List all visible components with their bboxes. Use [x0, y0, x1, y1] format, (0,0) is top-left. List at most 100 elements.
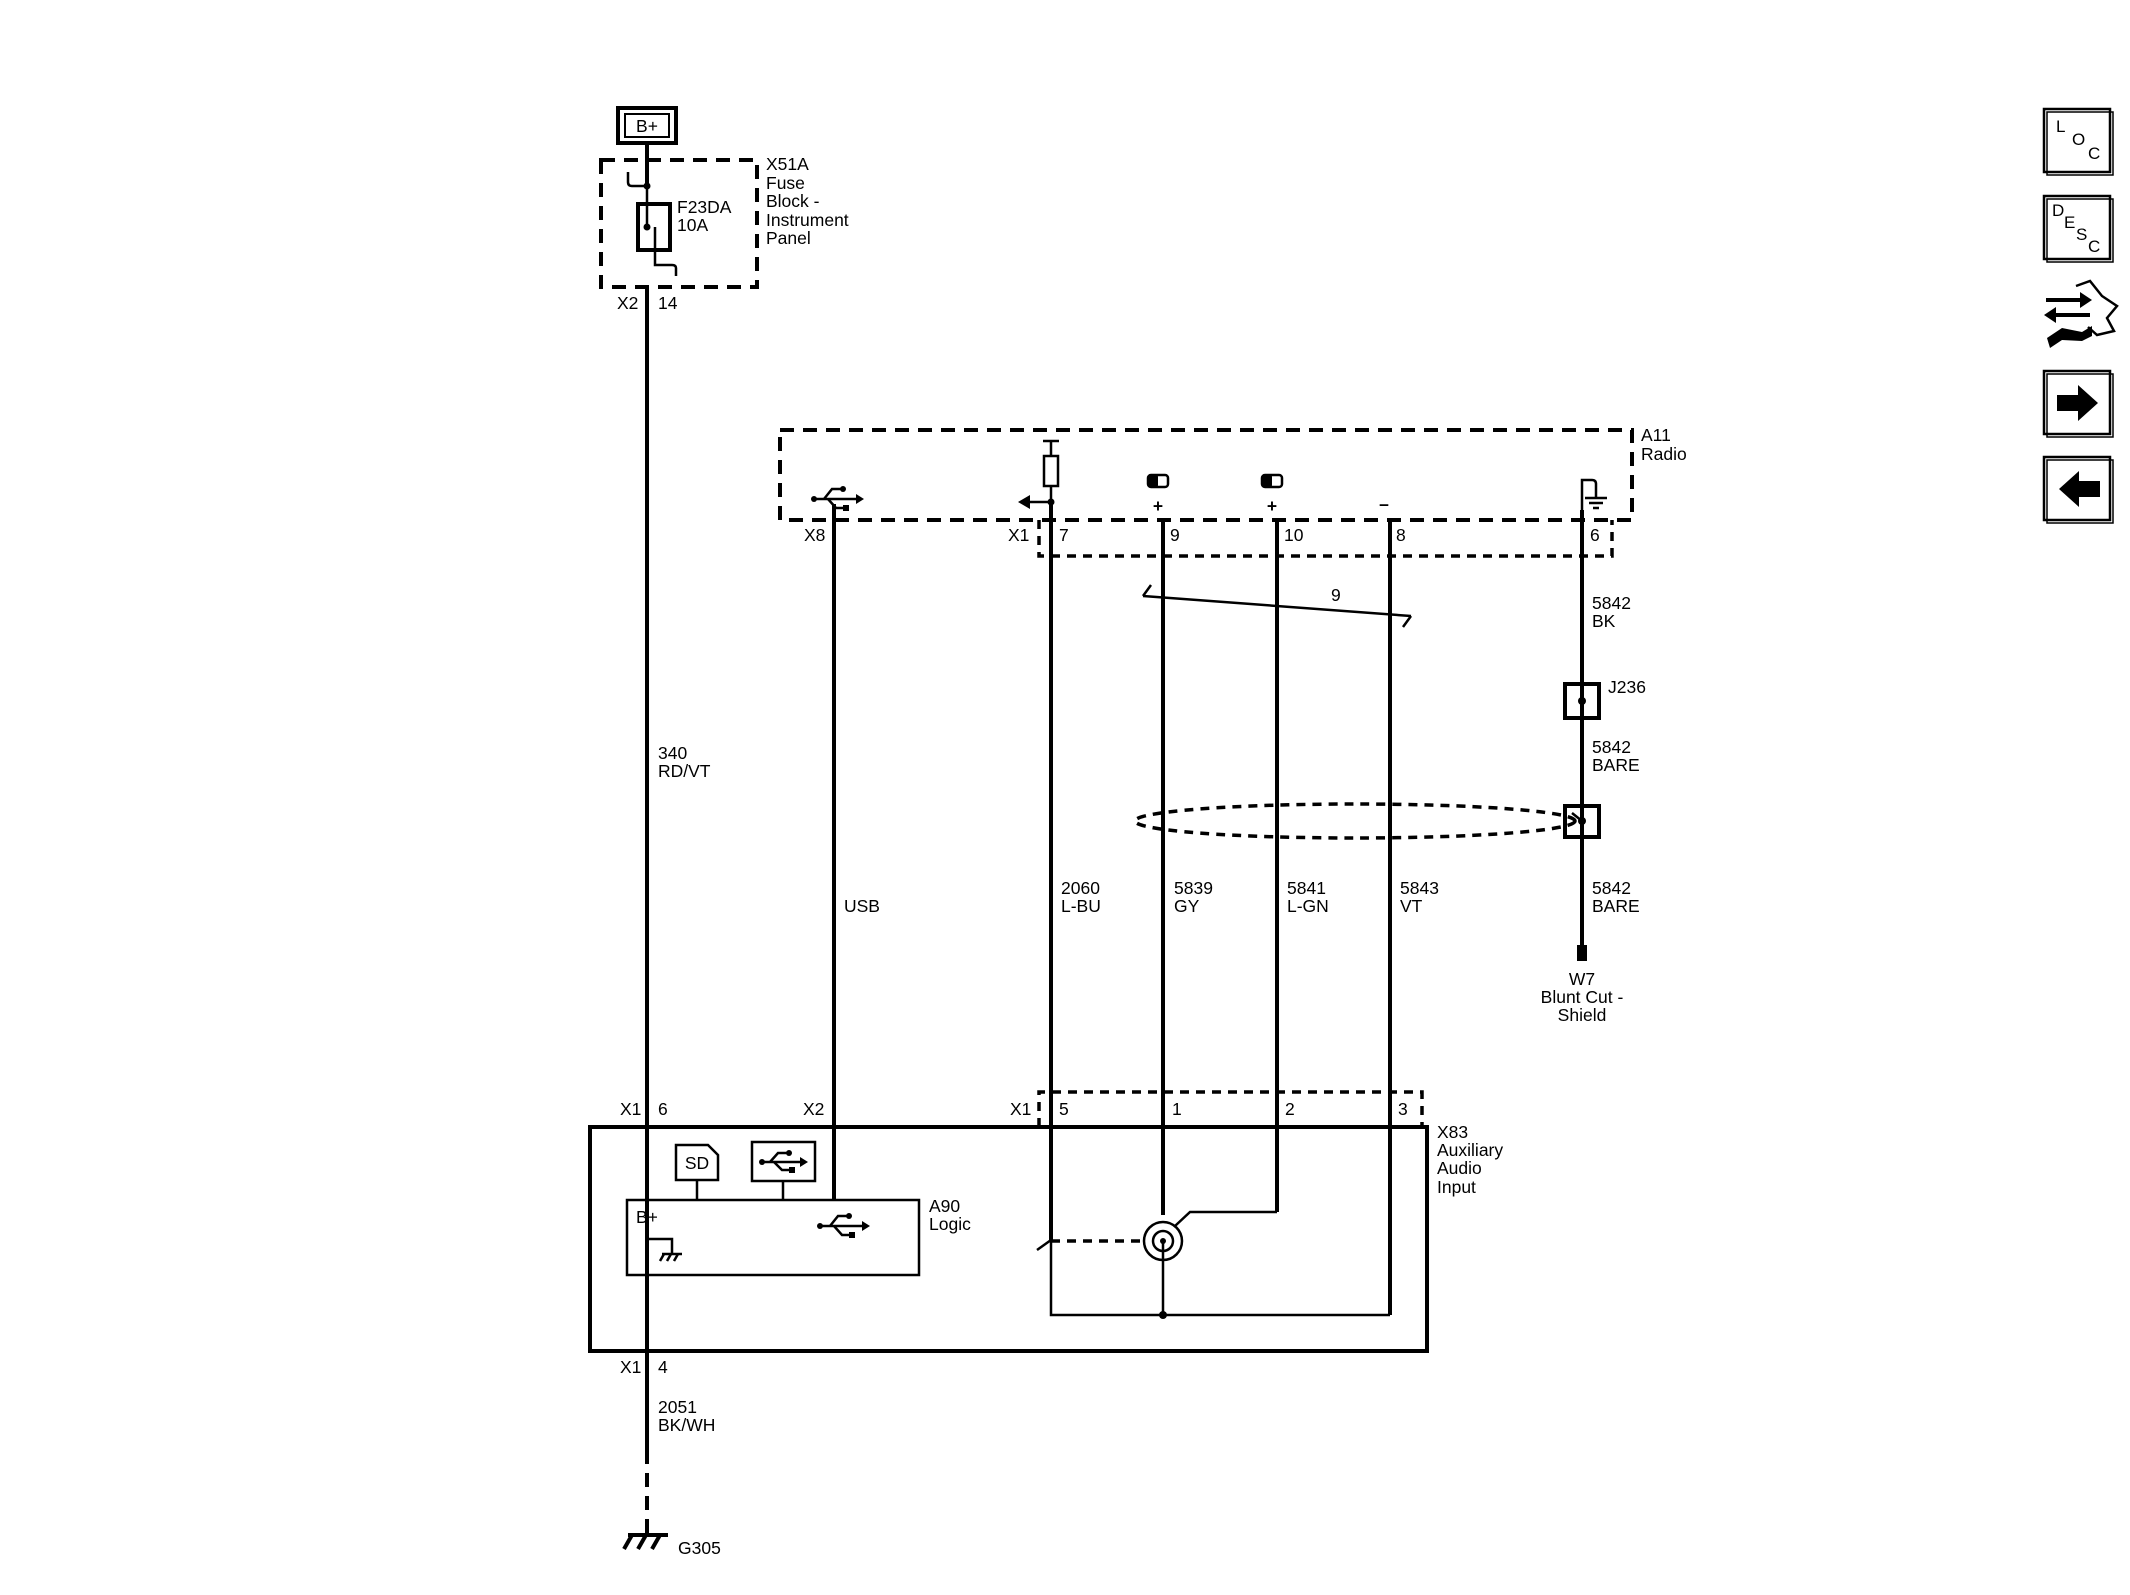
- connector-info-icon[interactable]: [2044, 279, 2119, 348]
- shield-bottom-color: BARE: [1592, 896, 1640, 916]
- radio-pin-10: 10: [1284, 525, 1304, 545]
- aux-audio-input-module: X83 Auxiliary Audio Input X1 6 X2 X1 5 1…: [588, 1090, 1503, 1377]
- fuse-block-name-3: Instrument: [766, 210, 849, 230]
- usb-port-icon: [750, 1140, 817, 1200]
- radio-conn-x1: X1: [1008, 525, 1029, 545]
- desc-letter-2: E: [2064, 213, 2075, 232]
- aux-pin-2: 2: [1285, 1099, 1295, 1119]
- aux-pin-5: 5: [1059, 1099, 1069, 1119]
- radio-pin-9: 9: [1170, 525, 1180, 545]
- twisted-pair-marker: 9: [1141, 584, 1413, 628]
- wire-340-color: RD/VT: [658, 761, 711, 781]
- shield-bottom-circuit: 5842: [1592, 878, 1631, 898]
- aux-bottom-conn: X1: [620, 1357, 641, 1377]
- aux-pin-3: 3: [1398, 1099, 1408, 1119]
- aux-name-3: Input: [1437, 1177, 1476, 1197]
- radio-usb-conn: X8: [804, 525, 825, 545]
- logic-ground-icon: [647, 1237, 682, 1262]
- fuse-conn-label: X2: [617, 293, 638, 313]
- audio-jack-circuit: [1036, 1210, 1390, 1319]
- desc-letter-4: C: [2088, 237, 2100, 256]
- aux-bottom-pin: 4: [658, 1357, 668, 1377]
- fuse-block-name-1: Fuse: [766, 173, 805, 193]
- wire-usb-label: USB: [844, 896, 880, 916]
- radio-plus-2: +: [1267, 496, 1277, 516]
- twist-label: 9: [1331, 585, 1341, 605]
- pullup-resistor-icon: [1018, 439, 1060, 509]
- logic-block: B+ A90 Logic: [625, 1196, 971, 1277]
- fuse-conn-pin: 14: [658, 293, 678, 313]
- shield-mid-color: BARE: [1592, 755, 1640, 775]
- shield-top-color: BK: [1592, 611, 1616, 631]
- aux-name-2: Audio: [1437, 1158, 1482, 1178]
- arrow-right-button[interactable]: [2042, 369, 2114, 438]
- ground-label: G305: [678, 1538, 721, 1558]
- arrow-left-button[interactable]: [2042, 455, 2114, 524]
- wire-2060-circuit: 2060: [1061, 878, 1100, 898]
- shield-ellipse: [1133, 802, 1577, 840]
- wire-2051-color: BK/WH: [658, 1415, 715, 1435]
- sd-label: SD: [685, 1153, 709, 1173]
- aux-pin-6: 6: [658, 1099, 668, 1119]
- terminal-id: W7: [1569, 969, 1595, 989]
- radio-name: Radio: [1641, 444, 1687, 464]
- arrow-left-icon: [2059, 471, 2100, 507]
- wire-2060-color: L-BU: [1061, 896, 1101, 916]
- radio-id: A11: [1641, 425, 1671, 445]
- fuse-id: F23DA: [677, 197, 732, 217]
- power-label: B+: [636, 116, 658, 136]
- splice-label: J236: [1608, 677, 1646, 697]
- wire-5841-color: L-GN: [1287, 896, 1329, 916]
- loc-letter-3: C: [2088, 144, 2100, 163]
- wire-2051-circuit: 2051: [658, 1397, 697, 1417]
- wire-5839-color: GY: [1174, 896, 1200, 916]
- aux-conn-x1-right: X1: [1010, 1099, 1031, 1119]
- blunt-cut-icon: [1577, 945, 1587, 961]
- aux-name-1: Auxiliary: [1437, 1140, 1503, 1160]
- fuse-block-name-4: Panel: [766, 228, 811, 248]
- wire-5843-color: VT: [1400, 896, 1423, 916]
- splice-j236: [1563, 682, 1601, 720]
- radio-pin-8: 8: [1396, 525, 1406, 545]
- shield-drain-wire: 5842 BK J236 5842 BARE 5842 BARE W7 Blun…: [1133, 510, 1646, 1025]
- wire-340-circuit: 340: [658, 743, 687, 763]
- wire-5843-circuit: 5843: [1400, 878, 1439, 898]
- shield-top-circuit: 5842: [1592, 593, 1631, 613]
- loc-letter-2: O: [2072, 130, 2085, 149]
- chassis-ground-icon: [1580, 478, 1607, 510]
- aux-id: X83: [1437, 1122, 1468, 1142]
- sd-card-icon: SD: [674, 1143, 720, 1200]
- terminal-line-1: Blunt Cut -: [1541, 987, 1624, 1007]
- logic-id: A90: [929, 1196, 960, 1216]
- aux-pin-1: 1: [1172, 1099, 1182, 1119]
- wire-5839-circuit: 5839: [1174, 878, 1213, 898]
- fuse-block: F23DA 10A X51A Fuse Block - Instrument P…: [599, 154, 849, 313]
- radio-pin-6: 6: [1590, 525, 1600, 545]
- radio-module: A11 Radio +: [778, 425, 1687, 558]
- nav-desc-button[interactable]: D E S C: [2042, 194, 2114, 263]
- desc-letter-3: S: [2076, 225, 2087, 244]
- wire-5841-circuit: 5841: [1287, 878, 1326, 898]
- logic-usb-icon: [817, 1213, 870, 1238]
- loc-letter-1: L: [2056, 117, 2065, 136]
- aux-conn-x2: X2: [803, 1099, 824, 1119]
- terminal-line-2: Shield: [1558, 1005, 1607, 1025]
- logic-name: Logic: [929, 1214, 971, 1234]
- arrow-right-icon: [2057, 385, 2098, 421]
- battery-power-source: B+: [616, 106, 678, 145]
- radio-plus-1: +: [1153, 496, 1163, 516]
- ground-g305-icon: G305: [622, 1533, 721, 1558]
- desc-letter-1: D: [2052, 201, 2064, 220]
- shield-mid-circuit: 5842: [1592, 737, 1631, 757]
- radio-minus: –: [1379, 494, 1389, 514]
- radio-pin-7: 7: [1059, 525, 1069, 545]
- audio-plus-icon-1: +: [1146, 473, 1170, 516]
- fuse-block-name-2: Block -: [766, 191, 820, 211]
- usb-icon: [811, 486, 864, 511]
- audio-plus-icon-2: +: [1260, 473, 1284, 516]
- nav-loc-button[interactable]: L O C: [2042, 107, 2114, 176]
- fuse-block-connector: X51A: [766, 154, 809, 174]
- aux-conn-x1-left: X1: [620, 1099, 641, 1119]
- fuse-rating: 10A: [677, 215, 708, 235]
